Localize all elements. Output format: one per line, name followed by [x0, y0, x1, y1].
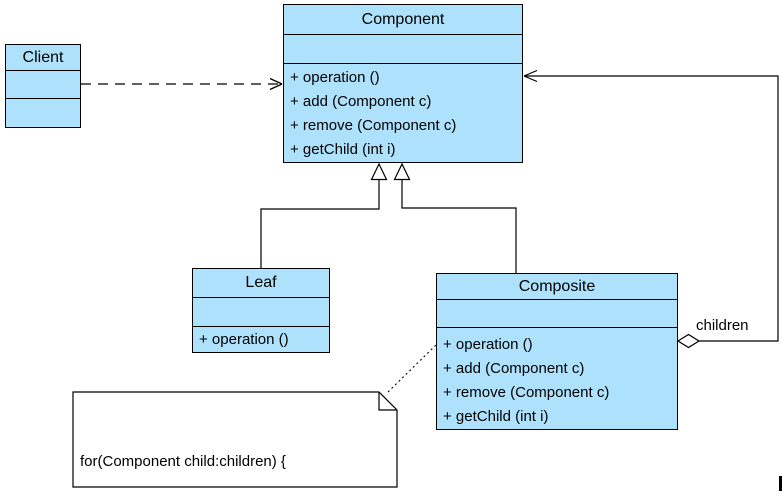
operation-label: + operation ()	[290, 69, 380, 86]
class-box-composite[interactable]: Composite + operation () + add (Componen…	[436, 273, 678, 430]
operation-label: + add (Component c)	[290, 93, 432, 110]
class-box-leaf[interactable]: Leaf + operation ()	[192, 268, 330, 353]
class-title-component: Component	[284, 5, 522, 35]
operation-label: + add (Component c)	[443, 360, 585, 377]
generalization-triangle-icon	[370, 162, 388, 181]
note-box[interactable]: for(Component child:children) { child.op…	[80, 404, 390, 499]
leaf-attributes-compartment	[193, 298, 329, 327]
note-line: for(Component child:children) {	[80, 453, 286, 470]
composite-operations-compartment: + operation () + add (Component c) + rem…	[437, 328, 677, 429]
component-operations-compartment: + operation () + add (Component c) + rem…	[284, 64, 522, 162]
children-role-label: children	[696, 317, 749, 334]
open-arrowhead-icon	[523, 69, 538, 83]
operation-label: + getChild (int i)	[443, 408, 549, 425]
client-attributes-compartment	[6, 71, 80, 99]
open-arrowhead-icon	[269, 77, 283, 91]
class-title-client: Client	[6, 45, 80, 71]
client-operations-compartment	[6, 99, 80, 127]
class-title-leaf: Leaf	[193, 269, 329, 298]
class-title-composite: Composite	[437, 274, 677, 300]
class-box-client[interactable]: Client	[5, 44, 81, 128]
operation-label: + remove (Component c)	[443, 384, 610, 401]
operation-label: + getChild (int i)	[290, 141, 396, 158]
operation-label: + remove (Component c)	[290, 117, 457, 134]
aggregation-diamond-icon	[676, 333, 701, 349]
operation-label: + operation ()	[443, 336, 533, 353]
operation-label: + operation ()	[199, 331, 289, 348]
generalization-arrow-composite	[393, 162, 517, 273]
leaf-operations-compartment: + operation ()	[193, 327, 329, 352]
generalization-arrow-leaf	[260, 162, 388, 268]
dependency-arrow	[81, 77, 283, 91]
component-attributes-compartment	[284, 35, 522, 64]
composite-attributes-compartment	[437, 300, 677, 328]
class-box-component[interactable]: Component + operation () + add (Componen…	[283, 4, 523, 163]
edge-cursor-artifact	[779, 476, 782, 491]
note-anchor-line	[387, 344, 437, 393]
generalization-triangle-icon	[393, 162, 411, 181]
